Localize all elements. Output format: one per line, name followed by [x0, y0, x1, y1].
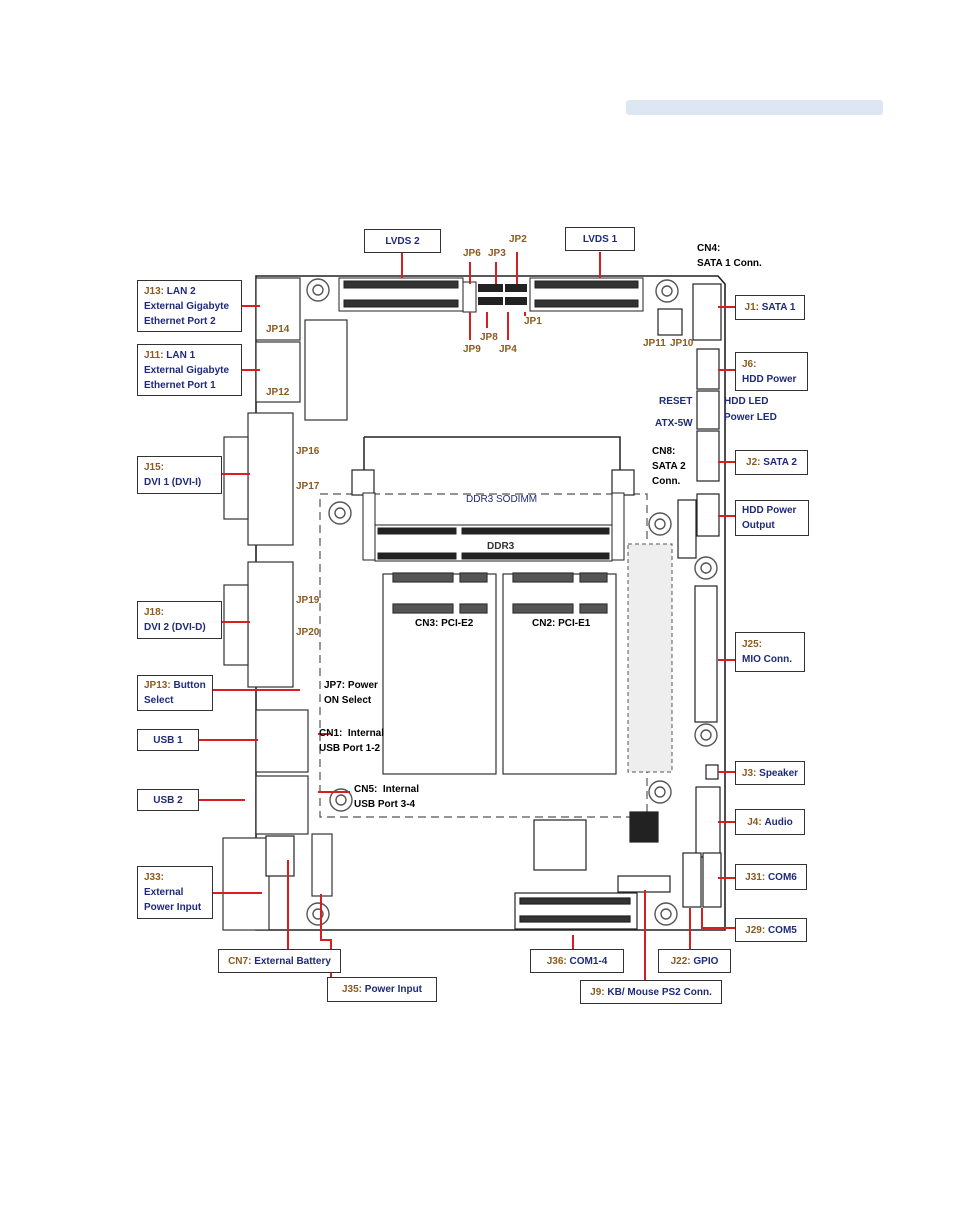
label-cn4: CN4: SATA 1 Conn.	[697, 243, 762, 269]
jumper-block-jp2-jp9	[462, 281, 527, 313]
lvds2-connector	[338, 277, 464, 312]
label-j6-hdd-power: J6: HDD Power	[735, 352, 808, 391]
label-j2-sata2: J2: SATA 2	[735, 450, 808, 475]
label-jp20: JP20	[296, 627, 320, 638]
bottom-parts	[265, 811, 671, 930]
label-jp11: JP11	[643, 338, 666, 349]
label-j25-mio-conn: J25: MIO Conn.	[735, 632, 805, 672]
label-lvds2: LVDS 2	[364, 229, 441, 253]
label-hdd-led: HDD LED	[724, 396, 769, 407]
label-reset: RESET	[659, 396, 693, 407]
label-jp2: JP2	[509, 234, 527, 245]
sodimm-socket	[351, 436, 635, 562]
right-connectors	[657, 283, 722, 908]
label-j15-dvi1: J15: DVI 1 (DVI-I)	[137, 456, 222, 494]
label-j3-speaker: J3: Speaker	[735, 761, 805, 785]
label-j11-lan1: J11: LAN 1 External Gigabyte Ethernet Po…	[137, 344, 242, 396]
label-jp1: JP1	[524, 316, 542, 327]
label-jp3: JP3	[488, 248, 506, 259]
label-jp6: JP6	[463, 248, 481, 259]
mio-connector	[694, 585, 718, 723]
label-j35-power-input: J35: Power Input	[327, 977, 437, 1002]
label-hdd-power-output: HDD Power Output	[735, 500, 809, 536]
label-j22-gpio: J22: GPIO	[658, 949, 731, 973]
label-usb2: USB 2	[137, 789, 199, 811]
label-j36-com1-4: J36: COM1-4	[530, 949, 624, 973]
label-jp17: JP17	[296, 481, 320, 492]
label-j9-kb-mouse: J9: KB/ Mouse PS2 Conn.	[580, 980, 722, 1004]
label-jp12: JP12	[266, 387, 290, 398]
label-j31-com6: J31: COM6	[735, 864, 807, 890]
label-cn8: CN8: SATA 2 Conn.	[652, 446, 686, 487]
label-jp10: JP10	[670, 338, 694, 349]
label-usb1: USB 1	[137, 729, 199, 751]
pcie-cards	[382, 572, 617, 775]
label-jp8: JP8	[480, 332, 498, 343]
label-jp14: JP14	[266, 324, 290, 335]
lvds1-connector	[529, 277, 644, 312]
label-j1-sata1: J1: SATA 1	[735, 295, 805, 320]
label-jp13-button-select: JP13: Button Select	[137, 675, 213, 711]
label-cn2-pcie1: CN2: PCI-E1	[532, 618, 591, 629]
label-j33-external-power: J33: External Power Input	[137, 866, 213, 919]
label-j18-dvi2: J18: DVI 2 (DVI-D)	[137, 601, 222, 639]
label-j13-lan2: J13: LAN 2 External Gigabyte Ethernet Po…	[137, 280, 242, 332]
label-cn1-internal-usb: CN1: Internal USB Port 1-2	[319, 728, 385, 754]
label-j29-com5: J29: COM5	[735, 918, 807, 942]
label-cn3-pcie2: CN3: PCI-E2	[415, 618, 474, 629]
label-jp7-power-on-select: JP7: Power ON Select	[324, 680, 378, 706]
label-j4-audio: J4: Audio	[735, 809, 805, 835]
label-jp4: JP4	[499, 344, 517, 355]
label-lvds1: LVDS 1	[565, 227, 635, 251]
header-bar	[626, 100, 883, 115]
label-ddr3: DDR3	[487, 541, 515, 552]
label-ddr3-sodimm: DDR3 SODIMM	[466, 494, 538, 505]
label-jp16: JP16	[296, 446, 320, 457]
mio-region	[627, 543, 673, 773]
leader-lines	[198, 252, 736, 982]
label-atx-5w: ATX-5W	[655, 418, 693, 429]
left-ports	[222, 277, 348, 931]
label-jp19: JP19	[296, 595, 320, 606]
label-cn5-internal-usb: CN5: Internal USB Port 3-4	[354, 784, 420, 810]
label-jp9: JP9	[463, 344, 481, 355]
label-cn7-external-battery: CN7: External Battery	[218, 949, 341, 973]
label-power-led: Power LED	[724, 412, 777, 423]
